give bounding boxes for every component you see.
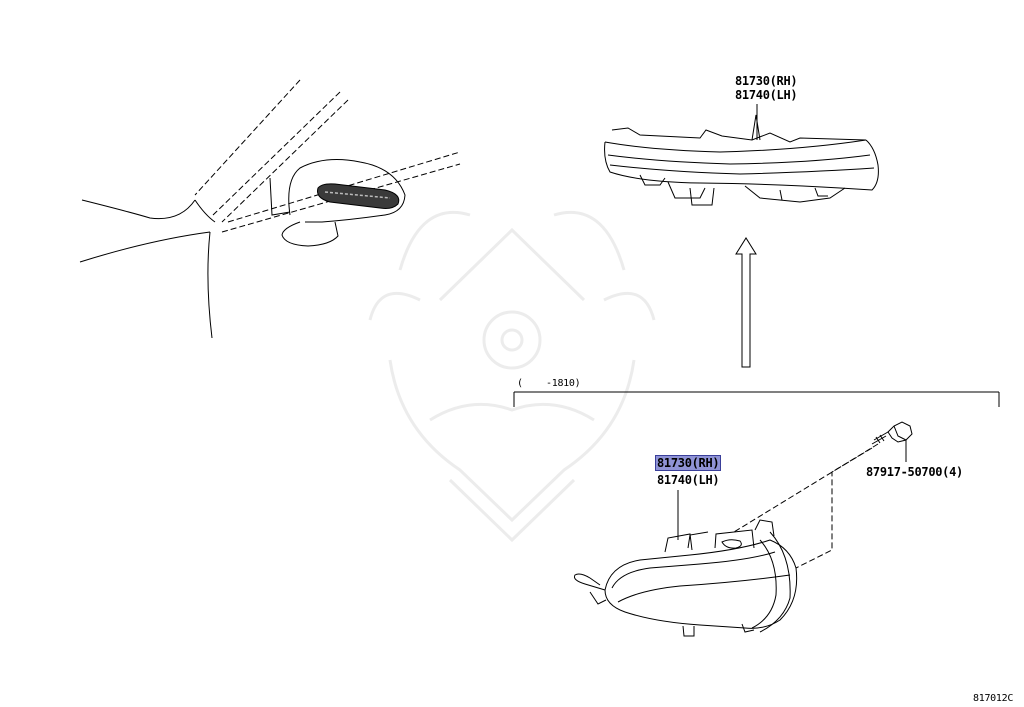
diagram-code: 817012C (973, 693, 1014, 704)
range-open-paren: ( (517, 378, 523, 389)
range-label: -1810) (546, 378, 581, 389)
part-label-rh-top: 81730(RH) (735, 74, 798, 88)
part-label-rh-highlighted[interactable]: 81730(RH) (655, 455, 722, 471)
range-bracket (513, 391, 1000, 407)
screw-part-label: 87917-50700(4) (866, 465, 963, 479)
part-label-lh-top: 81740(LH) (735, 88, 798, 102)
watermark-crest-icon (368, 210, 656, 543)
highlighted-part-number[interactable]: 81730(RH) (655, 455, 722, 471)
car-mirror-location-view (79, 79, 461, 339)
assembly-dashed-lines (733, 443, 879, 569)
arrow-up-icon (735, 237, 757, 368)
part-label-lh: 81740(LH) (657, 473, 720, 487)
turn-signal-lamp-top-view (604, 114, 879, 206)
screw-icon (871, 421, 913, 445)
turn-signal-lamp-exploded-view (574, 519, 798, 637)
